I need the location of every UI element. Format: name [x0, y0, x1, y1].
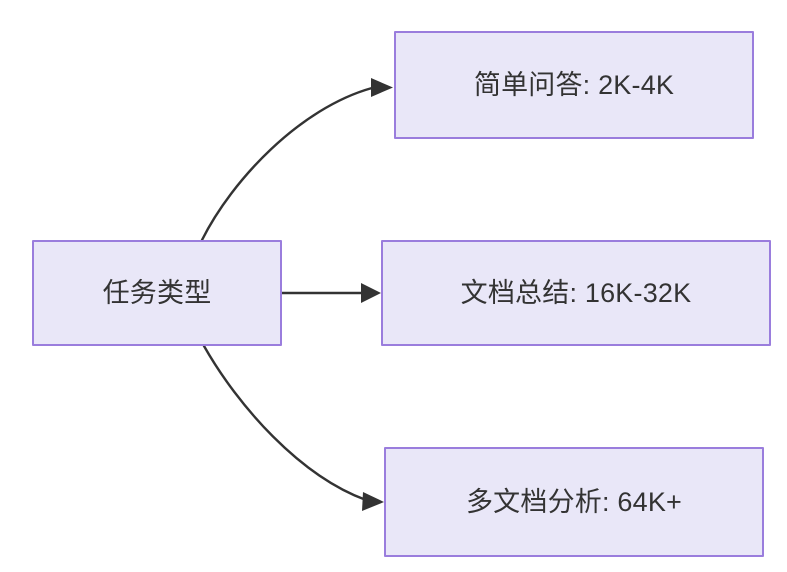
- node-label: 多文档分析: 64K+: [465, 486, 682, 517]
- arrow-head-icon: [361, 283, 381, 303]
- node-label: 任务类型: [102, 277, 212, 308]
- arrow-head-icon: [362, 492, 384, 511]
- edge-source-to-qa: [200, 78, 393, 242]
- edge-source-to-summary: [280, 283, 381, 303]
- node-document-summary[interactable]: 文档总结: 16K-32K: [381, 240, 771, 346]
- node-multi-document-analysis[interactable]: 多文档分析: 64K+: [384, 447, 764, 557]
- node-simple-qa[interactable]: 简单问答: 2K-4K: [394, 31, 754, 139]
- node-task-type[interactable]: 任务类型: [32, 240, 282, 346]
- node-label: 简单问答: 2K-4K: [473, 69, 675, 100]
- node-label: 文档总结: 16K-32K: [460, 277, 692, 308]
- edge-source-to-multidoc: [202, 344, 384, 511]
- arrow-head-icon: [371, 78, 393, 97]
